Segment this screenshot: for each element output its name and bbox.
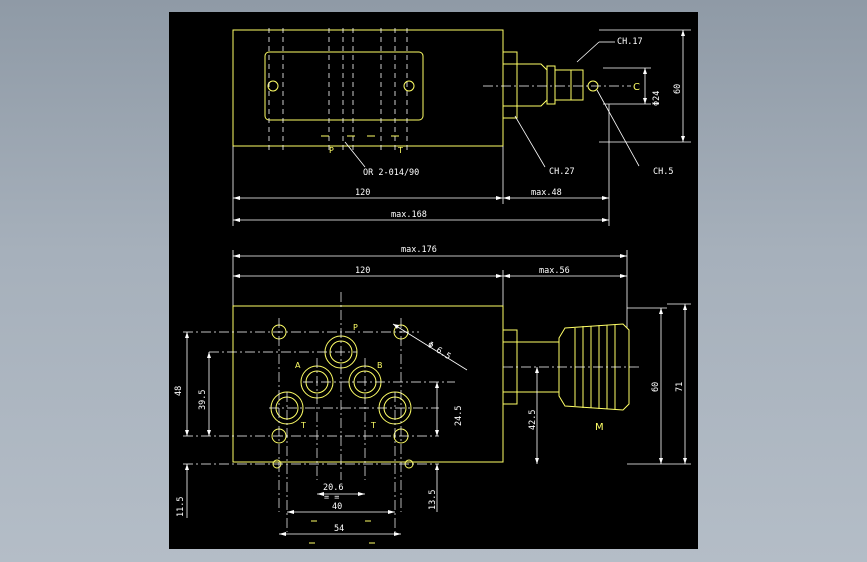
cad-drawing: P T OR 2-014/90 CH.17 CH.27 CH.5 C Φ24 [174, 28, 691, 544]
dim-total-height: 71 [675, 382, 685, 392]
dim-knob-length-top: max.48 [531, 188, 562, 198]
port-label-t-left: T [300, 421, 306, 430]
dim-body-length-bottom: 120 [355, 266, 370, 276]
dim-diameter-top: Φ24 [652, 91, 662, 106]
top-view: P T OR 2-014/90 CH.17 CH.27 CH.5 C Φ24 [232, 28, 691, 226]
dim-width-54: 54 [334, 524, 344, 534]
view-letter-m: M [595, 422, 604, 433]
dim-edge-11-5: 11.5 [176, 497, 186, 517]
dim-hole-diameter: Φ 6.5 [425, 340, 452, 362]
hex-nut-27 [502, 51, 518, 119]
hex-5-callout: CH.5 [653, 167, 673, 177]
subplate-outline [264, 51, 424, 121]
dim-width-20-6: 20.6 [323, 483, 343, 493]
drawing-sheet: P T OR 2-014/90 CH.17 CH.27 CH.5 C Φ24 [169, 12, 698, 549]
dim-height-top: 60 [673, 84, 683, 94]
dim-axis-42-5: 42.5 [528, 410, 538, 430]
port-label-p-top: P [329, 146, 334, 155]
view-letter-c: C [633, 82, 640, 93]
hex-27-callout: CH.27 [549, 167, 575, 177]
bottom-view: max.176 120 max.56 [174, 245, 691, 544]
mount-hole-left [267, 80, 279, 92]
oring-callout: OR 2-014/90 [363, 168, 419, 178]
adjuster-screw [554, 69, 584, 101]
dim-body-length-top: 120 [355, 188, 370, 198]
hex-17-callout: CH.17 [617, 37, 643, 47]
dim-overall-length-top: max.168 [391, 210, 427, 220]
dim-overall-length-bottom: max.176 [401, 245, 437, 255]
dim-height-39-5: 39.5 [198, 390, 208, 410]
valve-body-top [232, 29, 504, 147]
dim-knob-height: 60 [651, 382, 661, 392]
dim-spacing-24-5: 24.5 [454, 406, 464, 426]
port-label-t-top: T [397, 146, 403, 155]
port-label-b: B [377, 361, 383, 370]
dim-width-40: 40 [332, 502, 342, 512]
port-label-p: P [353, 323, 358, 332]
hand-knob [558, 323, 630, 411]
mount-hole-right [403, 80, 415, 92]
dim-height-48: 48 [174, 386, 184, 396]
adjuster-body-top [517, 63, 548, 107]
port-label-t-right: T [370, 421, 376, 430]
port-label-a: A [295, 361, 301, 370]
valve-body-bottom [232, 305, 504, 463]
equal-marks: = = [324, 493, 339, 503]
locknut-17 [546, 65, 556, 105]
dim-knob-length-bottom: max.56 [539, 266, 570, 276]
dim-edge-13-5: 13.5 [428, 490, 438, 510]
